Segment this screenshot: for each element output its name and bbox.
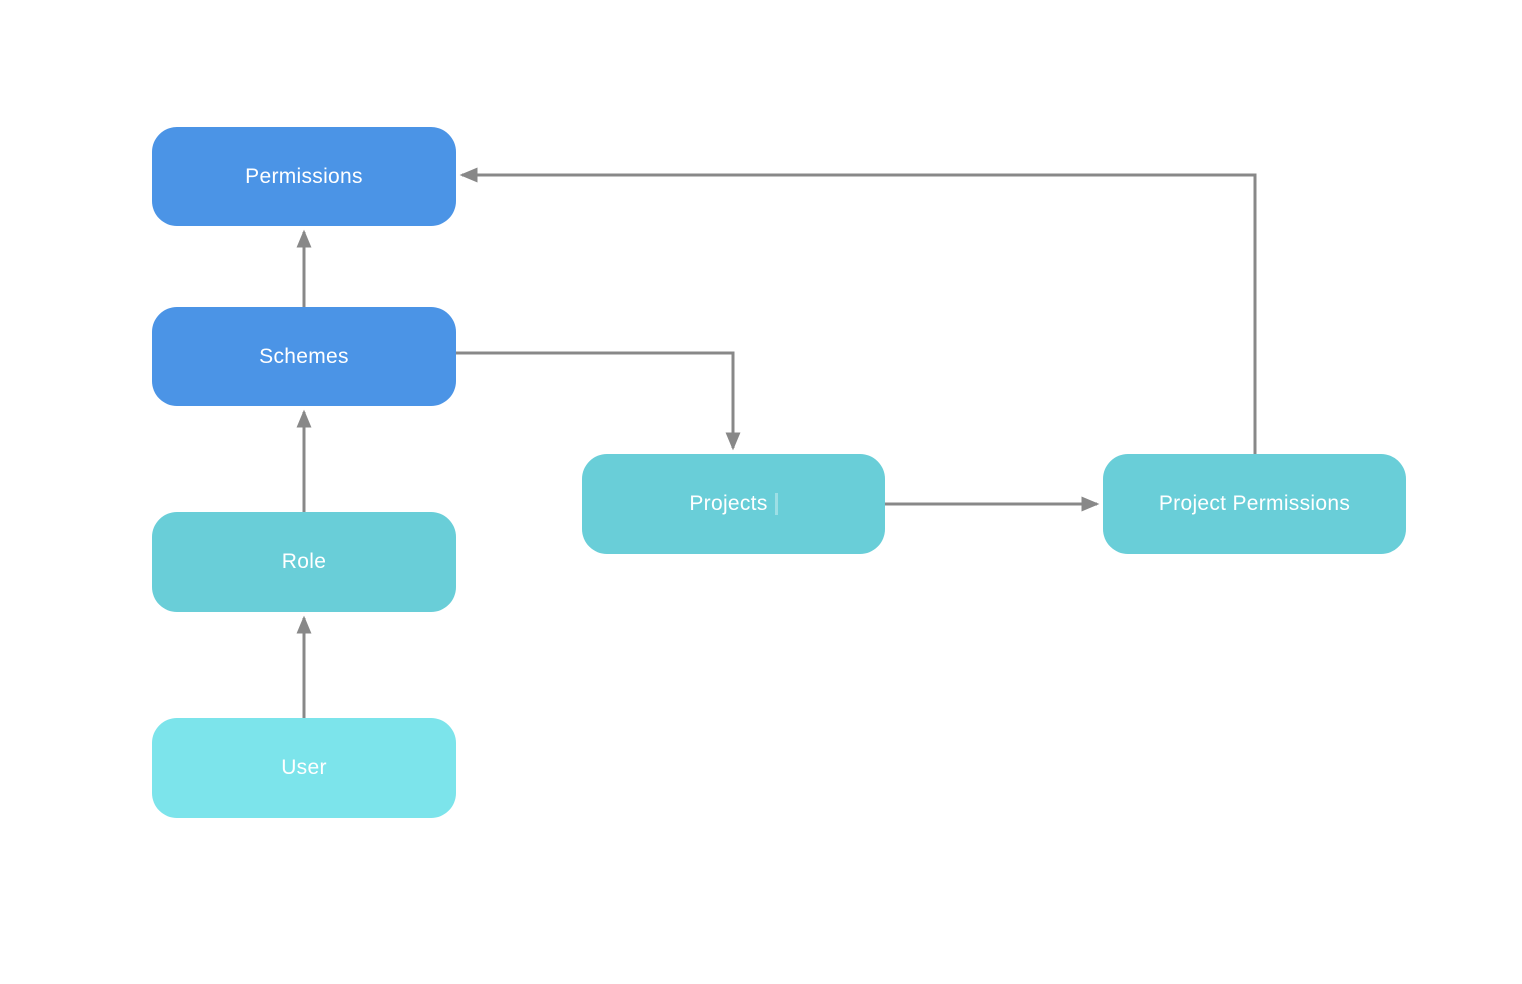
node-permissions-label: Permissions bbox=[245, 164, 363, 188]
edge-schemes-to-projects bbox=[456, 351, 741, 451]
node-user-label: User bbox=[281, 756, 327, 779]
node-projects-label: Projects bbox=[689, 492, 768, 515]
node-role[interactable]: Role bbox=[152, 512, 456, 612]
node-schemes[interactable]: Schemes bbox=[152, 307, 456, 406]
edge-project-permissions-to-permissions bbox=[459, 167, 1257, 454]
node-project-permissions-label: Project Permissions bbox=[1158, 492, 1351, 515]
node-role-label: Role bbox=[281, 550, 327, 573]
node-user[interactable]: User bbox=[152, 718, 456, 818]
node-projects[interactable]: Projects bbox=[582, 454, 885, 554]
text-cursor bbox=[774, 493, 778, 515]
node-schemes-label: Schemes bbox=[259, 344, 349, 368]
node-permissions[interactable]: Permissions bbox=[152, 127, 456, 226]
node-project-permissions[interactable]: Project Permissions bbox=[1103, 454, 1406, 554]
